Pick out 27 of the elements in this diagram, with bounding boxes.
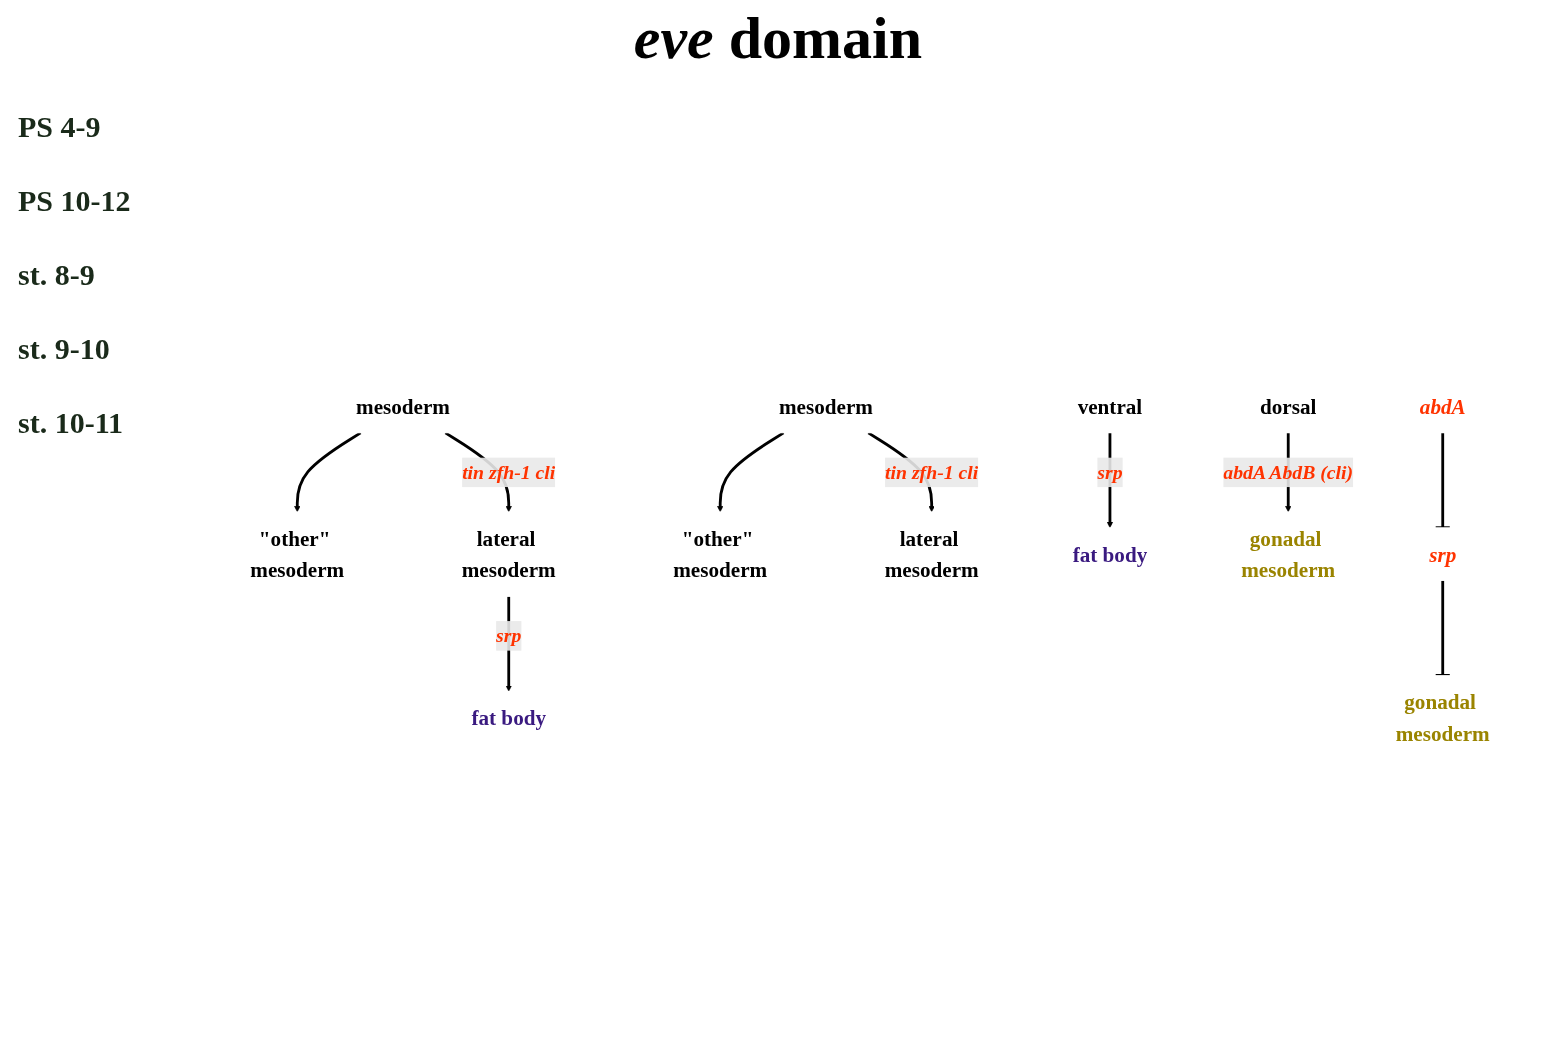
- node-text: ventral: [1077, 394, 1143, 419]
- node-text: srp: [1429, 542, 1457, 566]
- stage-label: st. 8-9: [18, 258, 96, 292]
- node-text: gonadal mesoderm: [1395, 690, 1490, 746]
- node-text: fat body: [1072, 542, 1148, 566]
- stage-label: st. 9-10: [18, 332, 111, 366]
- diagram-title: eve domain: [632, 4, 924, 73]
- node-text: lateral mesoderm: [884, 526, 979, 582]
- node-text: mesoderm: [356, 394, 450, 419]
- node-text: "other" mesoderm: [673, 526, 768, 582]
- node-text: "other" mesoderm: [250, 526, 345, 582]
- stage-label: st. 10-11: [18, 406, 124, 440]
- node-text: abdA: [1419, 394, 1466, 419]
- stage-label: PS 10-12: [18, 184, 132, 218]
- edge-label: srp: [1097, 461, 1123, 483]
- arrow: [294, 431, 362, 513]
- node-text: gonadal mesoderm: [1241, 526, 1336, 582]
- edge-label: srp: [496, 624, 522, 647]
- node-text: mesoderm: [778, 394, 873, 419]
- edge-label: abdA AbdB (cli): [1223, 461, 1354, 483]
- edge-label: tin zfh-1 cli: [885, 461, 979, 483]
- arrow: [717, 431, 785, 513]
- stage-label: PS 4-9: [18, 110, 102, 144]
- node-text: dorsal: [1260, 394, 1317, 419]
- node-text: fat body: [471, 706, 547, 730]
- node-text: lateral mesoderm: [461, 526, 556, 582]
- edge-label: tin zfh-1 cli: [462, 461, 556, 483]
